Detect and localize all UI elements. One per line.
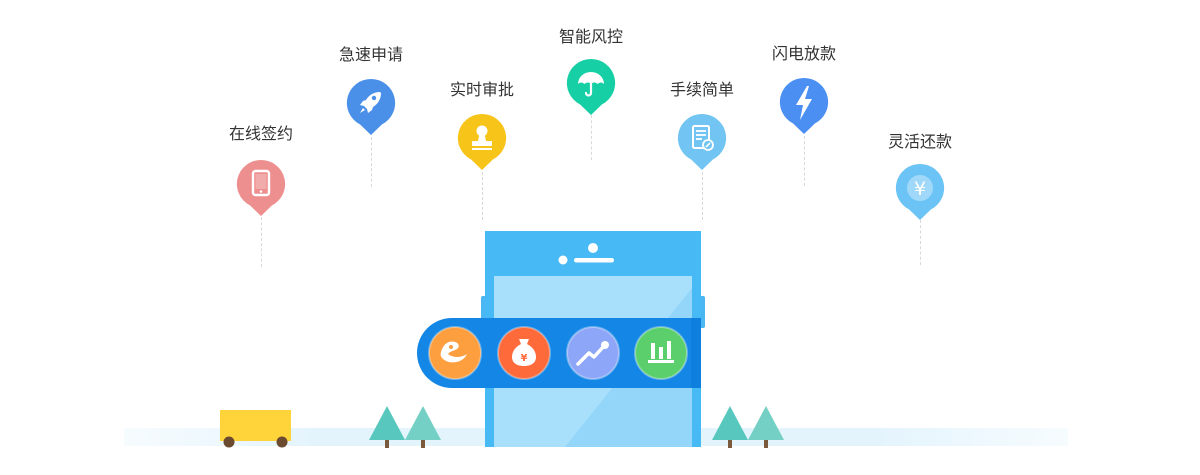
feature-simple-procedure: 手续简单 [642,80,762,220]
bar-chart-icon [634,326,688,380]
feature-online-signing: 在线签约 [201,124,321,267]
app-bar [417,318,701,388]
money-bag-symbol: ¥ [521,353,528,364]
feature-smart-risk-control: 智能风控 [531,27,651,160]
rocket-icon [346,78,396,135]
dashed-stem [591,115,592,160]
money-bag-icon: ¥ [497,326,551,380]
dashed-stem [261,217,262,267]
tree-right-2 [748,406,784,448]
feature-lightning-loan: 闪电放款 [744,44,864,186]
phone-camera [588,243,598,253]
feature-label: 在线签约 [228,124,293,143]
feature-label: 急速申请 [338,45,403,64]
dashed-stem [920,220,921,265]
feature-label: 实时审批 [449,80,514,99]
feature-fast-application: 急速申请 [311,45,431,187]
document-icon [677,113,727,170]
feature-flexible-repayment: 灵活还款 ¥ [860,132,980,265]
trend-chart-icon [566,326,620,380]
feature-label: 灵活还款 [887,132,952,151]
feature-realtime-approval: 实时审批 [422,80,542,220]
phone-sensor [558,255,568,265]
phone-icon [236,159,286,216]
yen-icon: ¥ [895,163,945,220]
stamp-icon [457,113,507,170]
dashed-stem [482,172,483,220]
dashed-stem [702,172,703,220]
feature-label: 智能风控 [558,27,623,46]
lightning-icon [779,77,829,134]
feature-label: 闪电放款 [771,44,836,63]
umbrella-icon [566,58,616,115]
dashed-stem [371,137,372,187]
tree-right-1 [712,406,748,448]
mascot-icon [428,326,482,380]
feature-label: 手续简单 [669,80,734,99]
yen-symbol: ¥ [914,178,926,200]
phone-speaker [574,258,614,263]
tree-left-2 [405,406,441,448]
yellow-truck [220,410,291,448]
dashed-stem [804,136,805,186]
tree-left-1 [369,406,405,448]
